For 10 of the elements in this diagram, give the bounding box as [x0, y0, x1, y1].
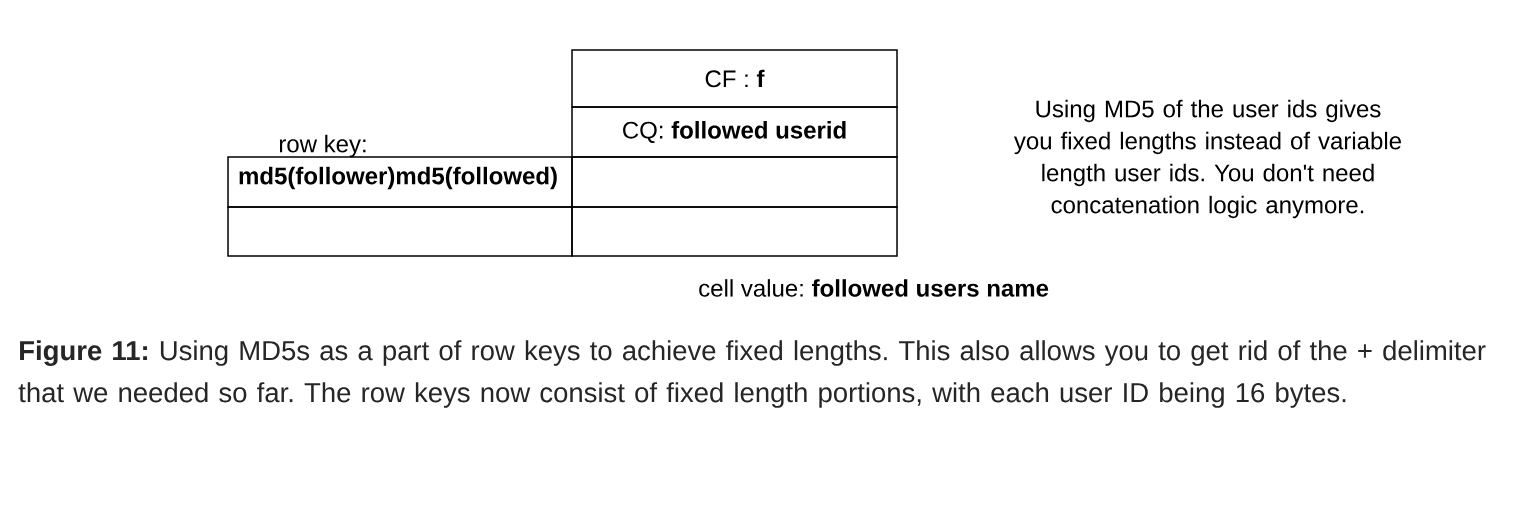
note-text: Using MD5 of the user ids gives you fixed lengths instead of variable length user ids. You don't need concatenation logic anymore.	[1013, 99, 1401, 219]
table-cell: CQ: followed userid	[571, 106, 898, 158]
row-key-text: md5(follower)md5(followed)	[239, 166, 557, 190]
table-cell	[571, 156, 898, 208]
table-cell: CF : f	[571, 49, 898, 108]
caption: Figure 11: Using MD5s as a part of row keys to achieve fixed lengths. This also allows you to get rid of the + delimiter that we needed so far. The row keys now consist of fixed length portions, with each user ID being 16 bytes.	[18, 340, 1486, 408]
table-cell	[227, 206, 573, 257]
cell-label: row key:	[279, 134, 366, 158]
table-cell	[571, 206, 898, 257]
cell-value-label: cell value: followed users name	[699, 279, 1049, 297]
